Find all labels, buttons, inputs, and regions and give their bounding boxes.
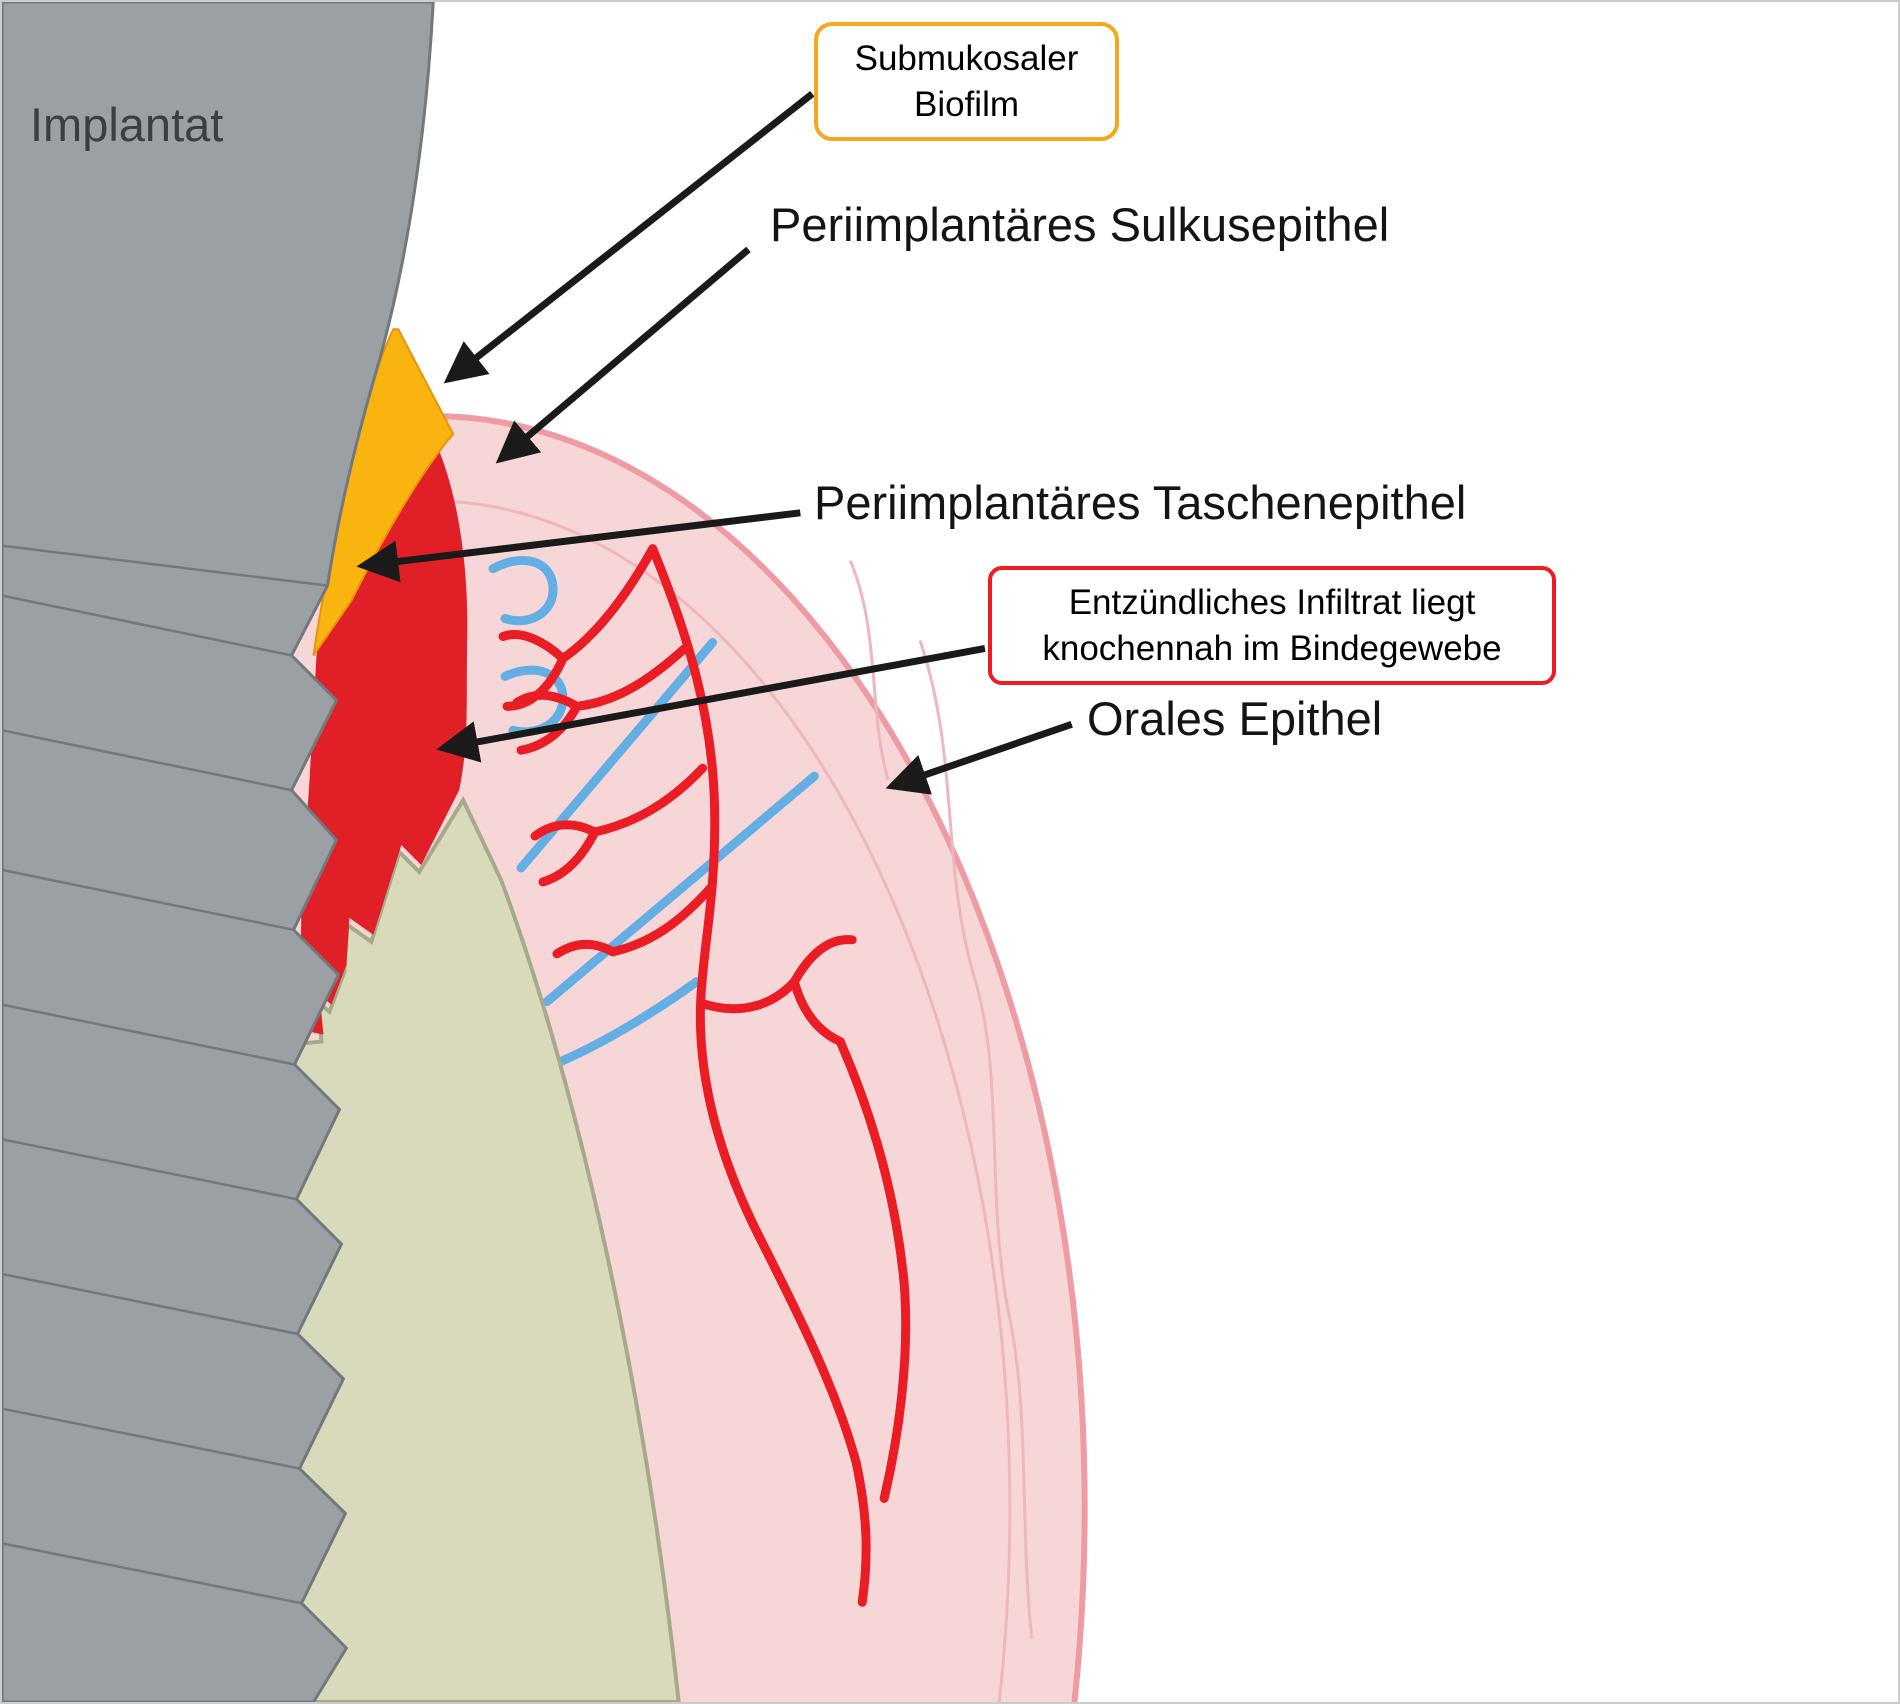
arrow-biofilm [443, 91, 815, 384]
arrow-orales-epithel [885, 720, 1073, 795]
sulkusepithel-label: Periimplantäres Sulkusepithel [770, 198, 1390, 251]
orales-epithel-label: Orales Epithel [1087, 692, 1383, 745]
taschenepithel-label: Periimplantäres Taschenepithel [814, 476, 1467, 529]
implant-thread-lines [2, 544, 328, 1605]
implant-shape [2, 2, 435, 1702]
biofilm-callout: Submukosaler Biofilm [814, 22, 1119, 141]
annotation-arrows [356, 91, 1073, 795]
arrow-sulkusepithel [495, 246, 751, 464]
implant-label: Implantat [30, 98, 224, 151]
tissue-wavy-line [918, 640, 1034, 1639]
arrow-infiltrat [436, 645, 986, 763]
infiltrat-callout: Entzündliches Infiltrat liegt knochennah… [988, 566, 1556, 685]
arrow-taschenepithel [356, 509, 801, 583]
red-vessels [498, 544, 911, 1607]
